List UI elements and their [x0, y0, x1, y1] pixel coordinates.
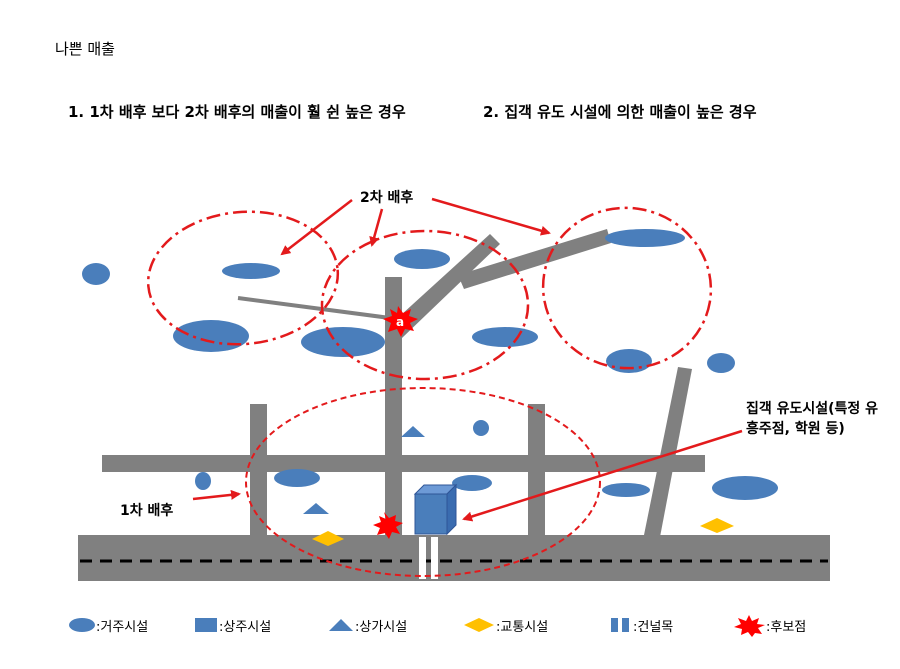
arrow-to-area-right	[431, 197, 551, 236]
legend-label: :상가시설	[355, 619, 408, 635]
crosswalk	[431, 537, 438, 579]
residential-ellipse	[222, 263, 280, 279]
residential-ellipse	[301, 327, 385, 357]
ellipse-icon	[69, 618, 95, 632]
primary-area-circle	[245, 387, 601, 577]
legend-label: :상주시설	[219, 619, 272, 635]
residential-ellipse	[602, 483, 650, 497]
case-1-heading: 1. 1차 배후 보다 2차 배후의 매출이 훨 쉰 높은 경우	[68, 103, 406, 121]
side-road-vertical	[385, 277, 402, 537]
attraction-facility-cube	[413, 483, 458, 536]
residential-ellipse	[274, 469, 320, 487]
residential-ellipse	[195, 472, 211, 490]
residential-ellipse	[472, 327, 538, 347]
side-road-diagonal	[644, 367, 692, 537]
residential-ellipse	[605, 229, 685, 247]
legend-item-residential: :거주시설	[68, 609, 148, 641]
residential-ellipse	[82, 263, 110, 285]
upper-road	[458, 229, 611, 289]
residential-ellipse	[707, 353, 735, 373]
legend-item-crosswalk: :건널목	[609, 609, 673, 641]
square-icon	[195, 618, 217, 632]
transport-diamond	[700, 518, 734, 533]
starburst-icon	[383, 306, 418, 337]
secondary-area-circle	[146, 210, 340, 346]
side-road-vertical	[250, 404, 267, 537]
secondary-area-circle	[320, 229, 530, 381]
legend-label: :교통시설	[496, 619, 549, 635]
legend-label: :건널목	[633, 619, 674, 635]
commercial-triangle	[401, 426, 425, 437]
residential-ellipse	[606, 349, 652, 373]
arrow-to-area-middle	[369, 208, 384, 247]
residential-ellipse	[473, 420, 489, 436]
main-road	[78, 535, 830, 581]
legend-item-commercial: :상가시설	[327, 609, 407, 641]
starburst-icon	[734, 615, 765, 637]
upper-road	[390, 234, 500, 338]
arrow-to-primary-area	[192, 489, 241, 501]
upper-road-thin	[237, 296, 391, 320]
arrow-to-area-left	[280, 199, 353, 256]
transport-diamond	[312, 531, 344, 546]
triangle-icon	[329, 619, 353, 631]
residential-ellipse	[394, 249, 450, 269]
secondary-areas	[146, 206, 713, 381]
candidate-store-a-label: a	[396, 315, 404, 329]
arrow-to-attraction	[462, 429, 743, 522]
crosswalk-icon	[611, 618, 629, 632]
attraction-facility-label: 집객 유도시설(특정 유흥주점, 학원 등)	[746, 401, 879, 437]
legend-item-transport: :교통시설	[462, 609, 548, 641]
legend-item-resident: :상주시설	[193, 609, 271, 641]
legend-label: :거주시설	[96, 619, 149, 635]
secondary-area-circle	[541, 206, 713, 370]
case-2-heading: 2. 집객 유도 시설에 의한 매출이 높은 경우	[483, 103, 757, 121]
residential-ellipse	[712, 476, 778, 500]
residential-ellipse	[452, 475, 492, 491]
candidate-store-b	[373, 512, 403, 539]
candidate-store-a: a	[383, 306, 418, 337]
crosswalk	[419, 537, 426, 579]
side-road-vertical	[528, 404, 545, 537]
commercial-triangle	[303, 503, 329, 514]
secondary-area-label: 2차 배후	[360, 190, 414, 206]
arrows	[192, 197, 743, 522]
side-road-horizontal	[102, 455, 705, 472]
primary-area-label: 1차 배후	[120, 503, 174, 519]
page-title: 나쁜 매출	[55, 40, 115, 58]
residential-ellipse	[173, 320, 249, 352]
legend-item-candidate: :후보점	[732, 609, 806, 641]
diamond-icon	[464, 618, 494, 632]
legend-label: :후보점	[766, 619, 807, 635]
